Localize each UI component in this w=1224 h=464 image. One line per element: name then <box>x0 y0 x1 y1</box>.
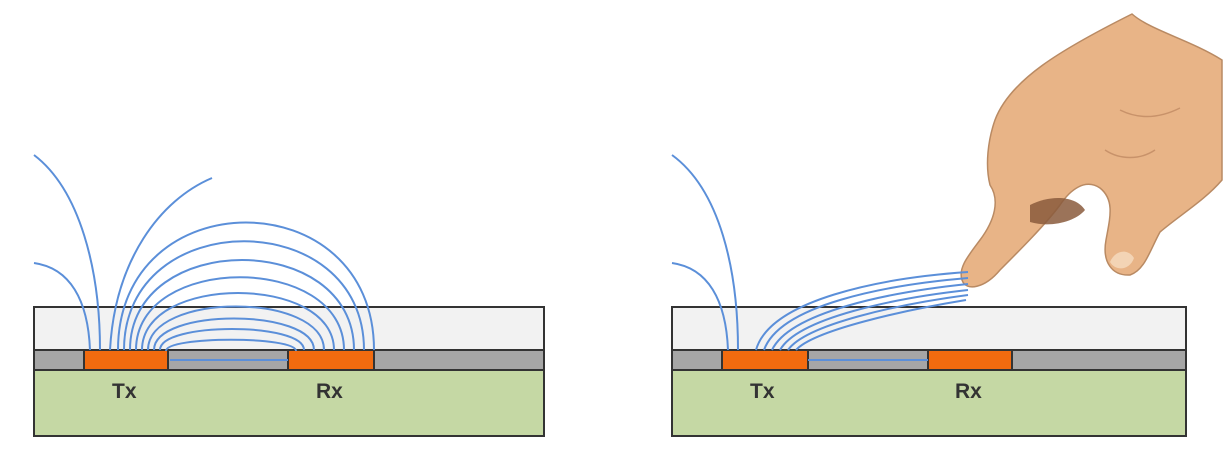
panel-finger-touch: Tx Rx <box>671 13 1223 437</box>
tx-label: Tx <box>112 380 137 403</box>
rx-electrode <box>287 349 375 371</box>
electric-field-lines <box>671 154 969 361</box>
field-line <box>771 283 969 351</box>
tx-electrode <box>83 349 169 371</box>
field-line <box>147 305 325 351</box>
field-line <box>33 262 91 351</box>
field-line <box>165 338 297 352</box>
field-line <box>779 289 969 351</box>
field-line <box>795 299 967 351</box>
electric-field-lines <box>33 154 375 361</box>
rx-label: Rx <box>955 380 982 403</box>
tx-electrode <box>721 349 809 371</box>
field-line <box>109 177 213 351</box>
rx-electrode <box>927 349 1013 371</box>
field-line <box>159 328 305 351</box>
field-line <box>671 262 729 351</box>
field-line <box>763 277 969 351</box>
hand-icon <box>960 13 1223 288</box>
fingernail <box>1110 251 1134 269</box>
field-line <box>33 154 101 351</box>
field-line <box>671 154 739 351</box>
field-line <box>787 294 969 351</box>
field-line <box>135 276 345 351</box>
tx-label: Tx <box>750 380 775 403</box>
panel-no-touch: Tx Rx <box>33 154 545 437</box>
field-line <box>117 221 375 351</box>
field-line <box>153 317 315 351</box>
substrate-layer <box>671 369 1187 437</box>
substrate-layer <box>33 369 545 437</box>
rx-label: Rx <box>316 380 343 403</box>
skin-crease <box>1119 107 1181 118</box>
field-line <box>129 259 355 351</box>
hand-palm <box>960 13 1223 288</box>
field-line <box>123 240 365 351</box>
field-line <box>755 271 969 351</box>
cover-glass <box>671 306 1187 351</box>
knuckle-fold <box>1030 198 1085 225</box>
field-line <box>141 292 335 351</box>
skin-crease <box>1104 149 1156 159</box>
